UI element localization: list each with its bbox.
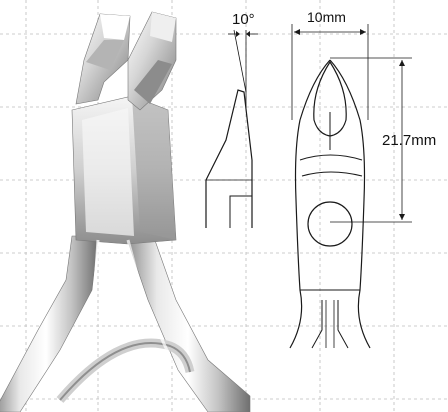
pliers-photo: [0, 11, 251, 412]
top-view-drawing: [289, 59, 371, 349]
pivot-circle: [307, 201, 353, 247]
spring-lines: [311, 300, 349, 349]
width-label: 10mm: [307, 9, 346, 25]
side-view-drawing: [205, 29, 258, 228]
length-label: 21.7mm: [382, 132, 436, 149]
left-handle: [0, 235, 99, 412]
angle-slant-line: [233, 29, 247, 93]
pliers-outline: [289, 59, 371, 349]
jaw-profile: [205, 89, 253, 228]
width-dimension: [291, 24, 369, 120]
length-dimension: [330, 57, 412, 223]
right-handle: [125, 231, 251, 412]
angle-label: 10°: [232, 11, 255, 28]
